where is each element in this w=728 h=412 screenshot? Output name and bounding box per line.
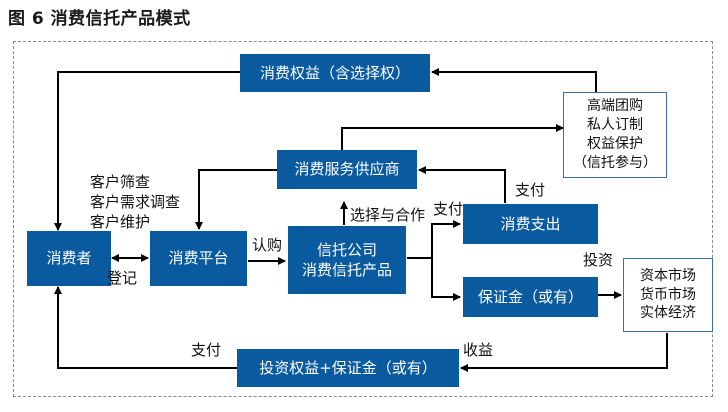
- income-label: 收益: [463, 341, 494, 359]
- high-end-services-box: 高端团购 私人订制 权益保护 （信托参与）: [563, 92, 667, 178]
- platform-box: 消费平台: [150, 231, 247, 286]
- trust-company-label: 信托公司: [316, 240, 377, 259]
- customer-ops-labels: 客户筛查 客户需求调查 客户维护: [90, 172, 180, 232]
- deposit-box: 保证金（或有）: [463, 277, 598, 317]
- high-end-line-4: （信托参与）: [573, 154, 657, 171]
- customer-maintenance-label: 客户维护: [90, 213, 151, 231]
- capital-market-label: 资本市场: [640, 267, 696, 284]
- arrow-return-to-consumer: [54, 286, 237, 369]
- arrow-trust-to-spending: [407, 220, 461, 259]
- pay-label-lower: 支付: [191, 341, 222, 359]
- consumption-spending-box: 消费支出: [463, 204, 598, 244]
- arrow-markets-to-return: [460, 333, 668, 372]
- consumer-rights-box: 消费权益（含选择权）: [240, 54, 430, 92]
- arrow-spending-to-provider: [418, 166, 506, 203]
- diagram-frame: [13, 41, 713, 397]
- pay-label-upper: 支付: [515, 181, 546, 199]
- trust-product-label: 消费信托产品: [301, 261, 392, 279]
- arrow-trust-to-deposit: [431, 258, 461, 301]
- register-label: 登记: [107, 269, 138, 287]
- customer-screening-label: 客户筛查: [90, 173, 151, 191]
- money-market-label: 货币市场: [640, 286, 696, 303]
- arrow-highend-to-rights: [431, 68, 597, 92]
- customer-survey-label: 客户需求调查: [90, 193, 181, 211]
- real-economy-label: 实体经济: [640, 305, 696, 322]
- markets-box: 资本市场 货币市场 实体经济: [623, 258, 713, 332]
- service-provider-box: 消费服务供应商: [277, 150, 417, 189]
- arrow-rights-to-consumer: [54, 71, 240, 231]
- trust-product-box: 信托公司 消费信托产品: [288, 226, 406, 294]
- arrow-provider-to-platform: [195, 169, 277, 230]
- choose-cooperate-label: 选择与合作: [350, 206, 426, 224]
- arrow-provider-to-highend: [341, 124, 564, 150]
- high-end-line-2: 私人订制: [587, 117, 643, 134]
- pay-label-trust: 支付: [433, 200, 464, 218]
- invest-label: 投资: [583, 251, 614, 269]
- consumer-box: 消费者: [27, 231, 111, 286]
- high-end-line-3: 权益保护: [587, 136, 643, 152]
- figure-title: 图 6 消费信托产品模式: [8, 9, 191, 29]
- investment-return-box: 投资权益+保证金（或有）: [237, 349, 459, 387]
- subscribe-label: 认购: [252, 236, 283, 254]
- high-end-line-1: 高端团购: [587, 98, 643, 115]
